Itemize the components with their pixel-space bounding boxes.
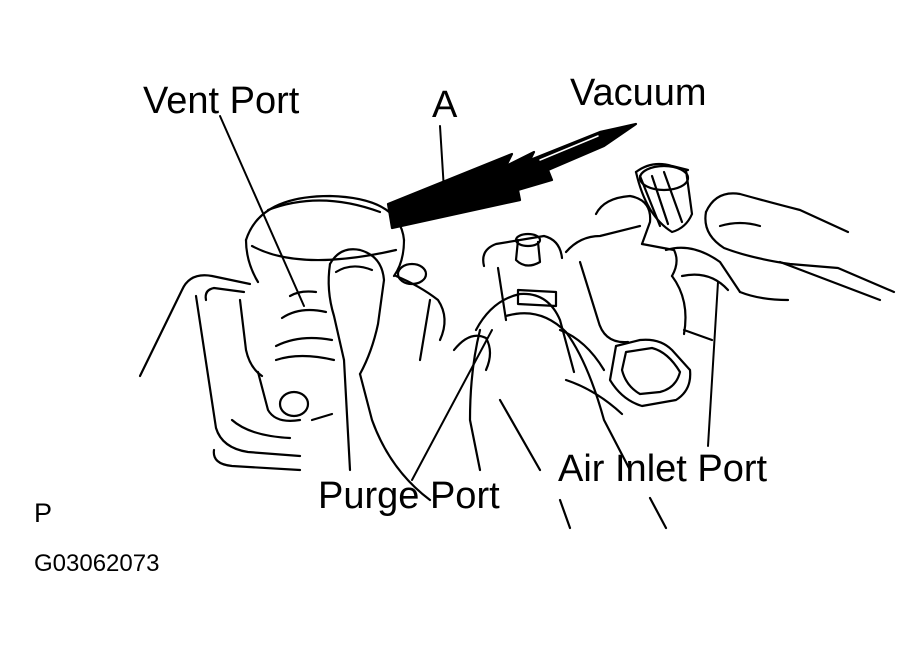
a-leader [439, 125, 445, 191]
leader-lines [219, 115, 719, 481]
air-inlet-port-label: Air Inlet Port [558, 448, 768, 490]
air-inlet-port-leader [707, 281, 719, 447]
vent-port-label: Vent Port [143, 80, 300, 122]
vacuum-arrow [386, 122, 638, 230]
hand-covering-vent-port [327, 248, 446, 502]
p-label: P [34, 498, 53, 528]
vacuum-label: Vacuum [570, 72, 707, 114]
canister-housing [138, 274, 302, 472]
hand-on-air-inlet-port [704, 192, 896, 302]
hand-on-purge-port [498, 312, 668, 530]
purge-port-body [452, 232, 576, 472]
purge-port-label: Purge Port [318, 475, 500, 517]
vent-port-leader [219, 115, 305, 307]
a-label: A [432, 84, 458, 126]
figure-code: G03062073 [34, 550, 160, 577]
purge-port-leader [411, 329, 493, 481]
vent-port-body [244, 194, 428, 422]
air-inlet-port-body [564, 162, 742, 408]
